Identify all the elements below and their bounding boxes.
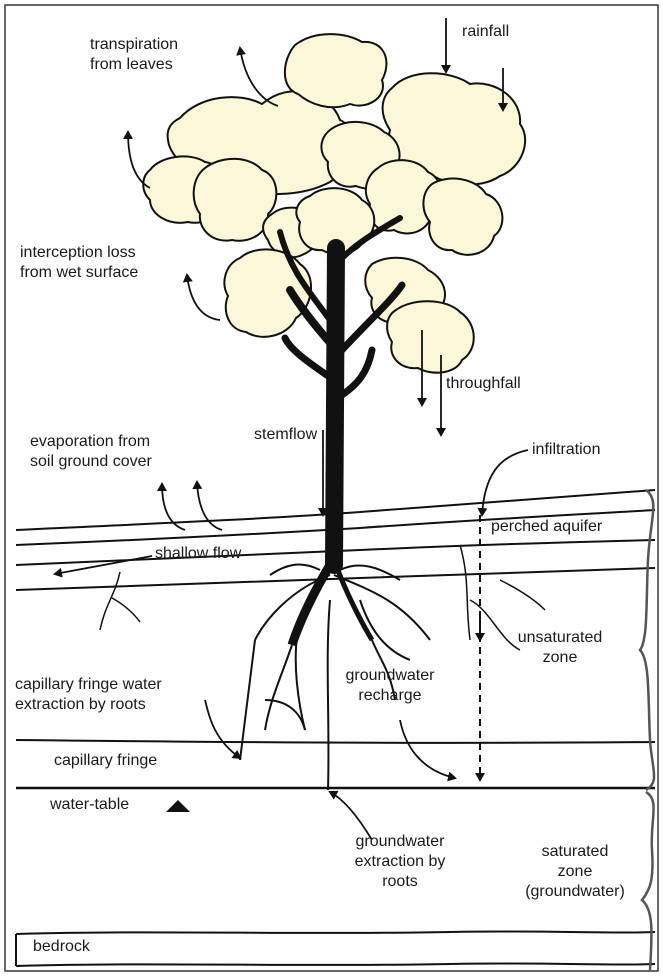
groundwater-recharge-label: groundwater recharge xyxy=(330,666,450,706)
unsaturated-zone-brace xyxy=(640,490,654,790)
water-table-label: water-table xyxy=(50,795,129,815)
transpiration-label: transpiration from leaves xyxy=(90,35,178,75)
bedrock-label: bedrock xyxy=(33,937,90,957)
interception-label: interception loss from wet surface xyxy=(20,243,138,283)
saturated-zone-label: saturated zone (groundwater) xyxy=(500,842,650,902)
interception-arrow xyxy=(187,275,220,320)
capillary-extraction-arrow xyxy=(205,700,240,758)
capillary-fringe-label: capillary fringe xyxy=(54,751,157,771)
stemflow-label: stemflow xyxy=(254,425,317,445)
groundwater-extraction-label: groundwater extraction by roots xyxy=(335,832,465,892)
evaporation-label: evaporation from soil ground cover xyxy=(30,432,152,472)
evaporation-arrow xyxy=(197,482,222,530)
water-table-triangle-icon xyxy=(166,800,190,812)
infiltration-arrow xyxy=(482,450,528,515)
groundwater-recharge-arrow xyxy=(400,720,455,778)
throughfall-label: throughfall xyxy=(446,374,521,394)
unsaturated-zone-label: unsaturated zone xyxy=(500,628,620,668)
shallow-flow-label: shallow flow xyxy=(155,544,241,564)
infiltration-label: infiltration xyxy=(532,440,600,460)
capillary-extraction-label: capillary fringe water extraction by roo… xyxy=(15,675,162,715)
rainfall-label: rainfall xyxy=(462,22,509,42)
shallow-flow-arrow xyxy=(55,556,152,574)
perched-aquifer-label: perched aquifer xyxy=(491,517,602,537)
